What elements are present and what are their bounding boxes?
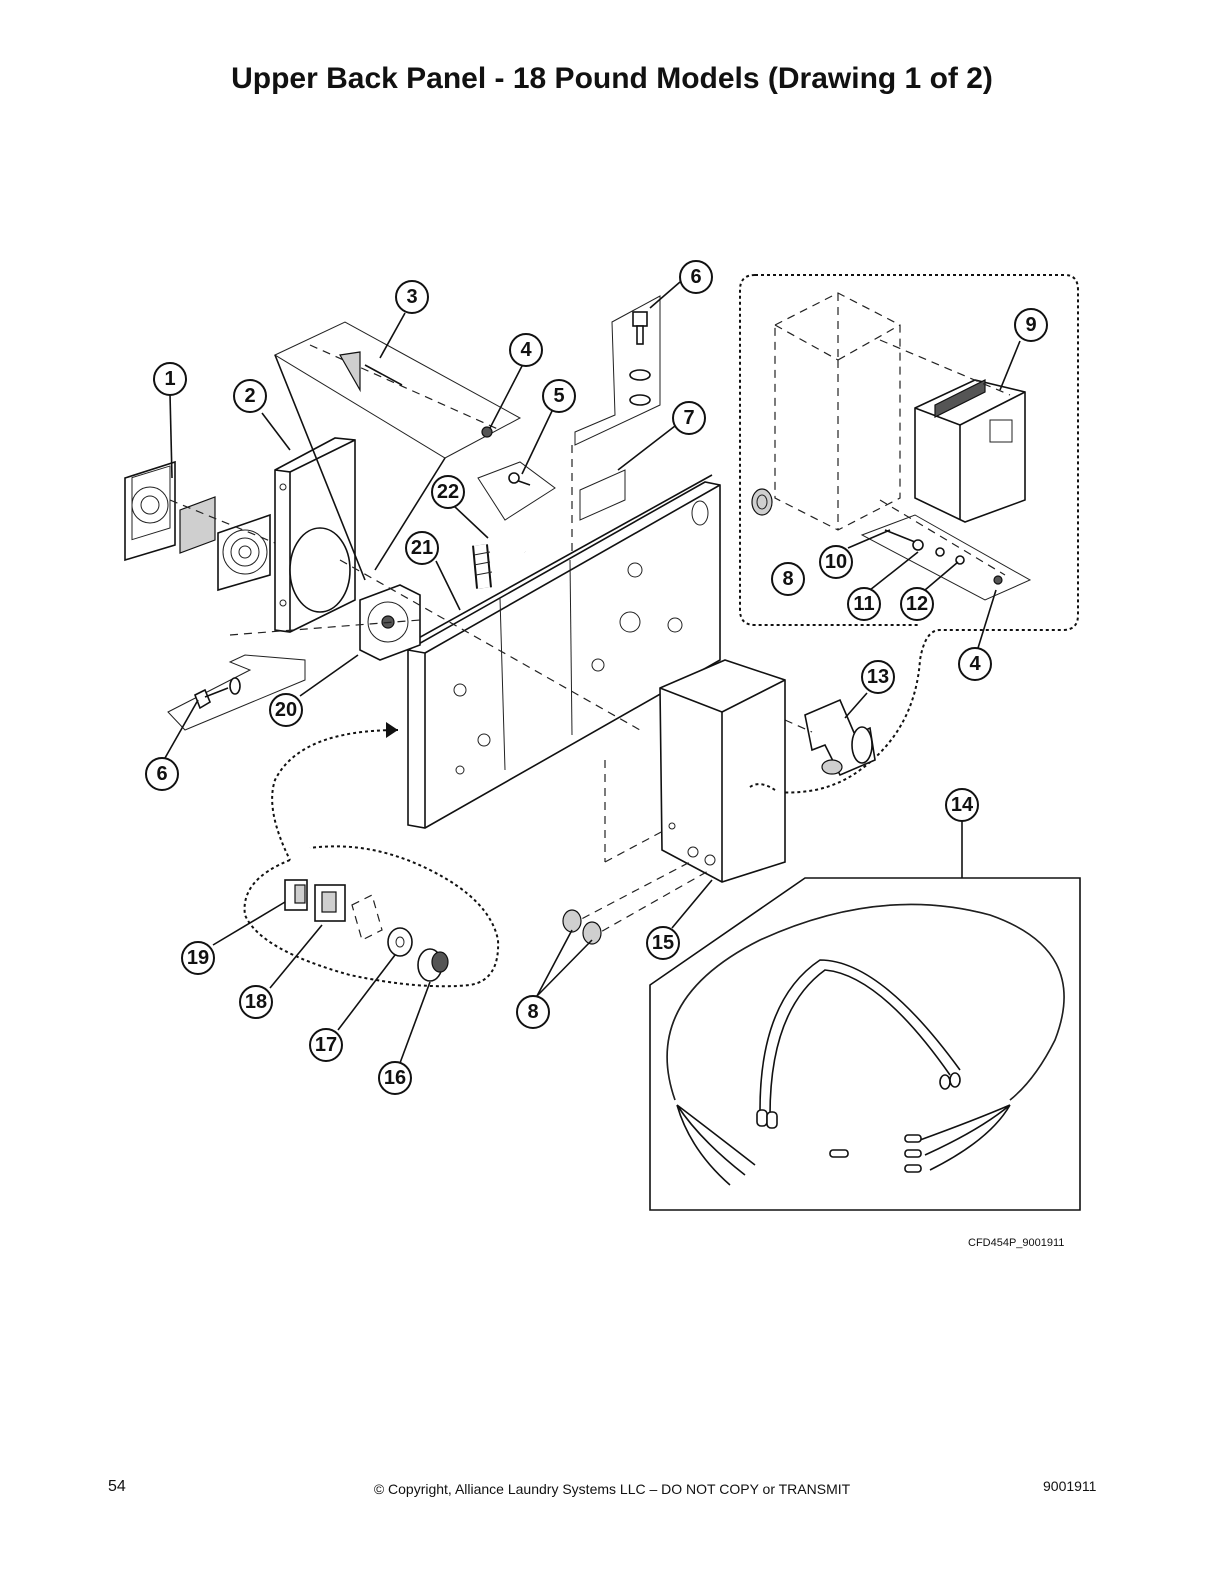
leader-lines [164,281,1021,1064]
callout-4a-label: 4 [520,339,532,361]
page-title: Upper Back Panel - 18 Pound Models (Draw… [231,62,993,95]
callout-8a-label: 8 [782,568,793,590]
elbow-fitting-part [784,698,876,777]
callout-2: 2 [233,379,267,413]
callout-9: 9 [1014,308,1048,342]
callout-4a: 4 [509,333,543,367]
page-number: 54 [108,1478,126,1495]
callout-3-label: 3 [406,286,417,308]
callout-11: 11 [847,587,881,621]
callout-1: 1 [153,362,187,396]
callout-15-label: 15 [652,932,674,954]
callout-15: 15 [646,926,680,960]
back-panel-part [407,474,721,829]
callout-12-label: 12 [906,593,928,615]
callout-8a: 8 [771,562,805,596]
callout-6a: 6 [679,260,713,294]
drawing-code: CFD454P_9001911 [968,1237,1065,1249]
callout-18: 18 [239,985,273,1019]
callout-6b: 6 [145,757,179,791]
callout-9-label: 9 [1025,314,1036,336]
control-box-part [569,659,786,939]
callout-16-label: 16 [384,1067,406,1089]
callout-22-label: 22 [437,481,459,503]
callout-21-label: 21 [411,537,433,559]
fan-guard-part [124,460,281,592]
callout-20: 20 [269,693,303,727]
callout-2-label: 2 [244,385,255,407]
document-number: 9001911 [1043,1478,1097,1494]
callout-13-label: 13 [867,666,889,688]
wire-harness-group [649,877,1081,1211]
callout-21: 21 [405,531,439,565]
callout-4b: 4 [958,647,992,681]
grommet-pair-part [562,909,602,945]
label-part [579,469,626,521]
air-duct-part [274,437,356,633]
screw-stack-top-detail [571,295,661,560]
callout-3: 3 [395,280,429,314]
hose-part [472,528,528,589]
screw-stack-left-detail [167,619,421,731]
callout-14-label: 14 [951,794,974,816]
callout-22: 22 [431,475,465,509]
callout-11-label: 11 [853,593,874,615]
callout-18-label: 18 [245,991,267,1013]
callout-8b-label: 8 [527,1001,538,1023]
callout-17-label: 17 [315,1034,337,1056]
screw-bracket-detail [273,321,522,581]
callout-10-label: 10 [825,551,847,573]
callout-19-label: 19 [187,947,209,969]
callout-20-label: 20 [275,699,297,721]
callout-8b: 8 [516,995,550,1029]
callout-10: 10 [819,545,853,579]
callout-4b-label: 4 [969,653,981,675]
callout-7: 7 [672,401,706,435]
callout-14: 14 [945,788,979,822]
callout-6a-label: 6 [690,266,701,288]
screw-panel-detail [477,461,556,521]
callout-5: 5 [542,379,576,413]
copyright-notice: © Copyright, Alliance Laundry Systems LL… [373,1481,851,1497]
callout-5-label: 5 [553,385,564,407]
callout-6b-label: 6 [156,763,167,785]
callout-17: 17 [309,1028,343,1062]
callout-1-label: 1 [164,368,175,390]
callout-16: 16 [378,1061,412,1095]
indicator-assembly-group [243,722,500,988]
callout-19: 19 [181,941,215,975]
callout-7-label: 7 [683,407,694,429]
callout-13: 13 [861,660,895,694]
callout-12: 12 [900,587,934,621]
drive-assembly-group [739,274,1079,798]
